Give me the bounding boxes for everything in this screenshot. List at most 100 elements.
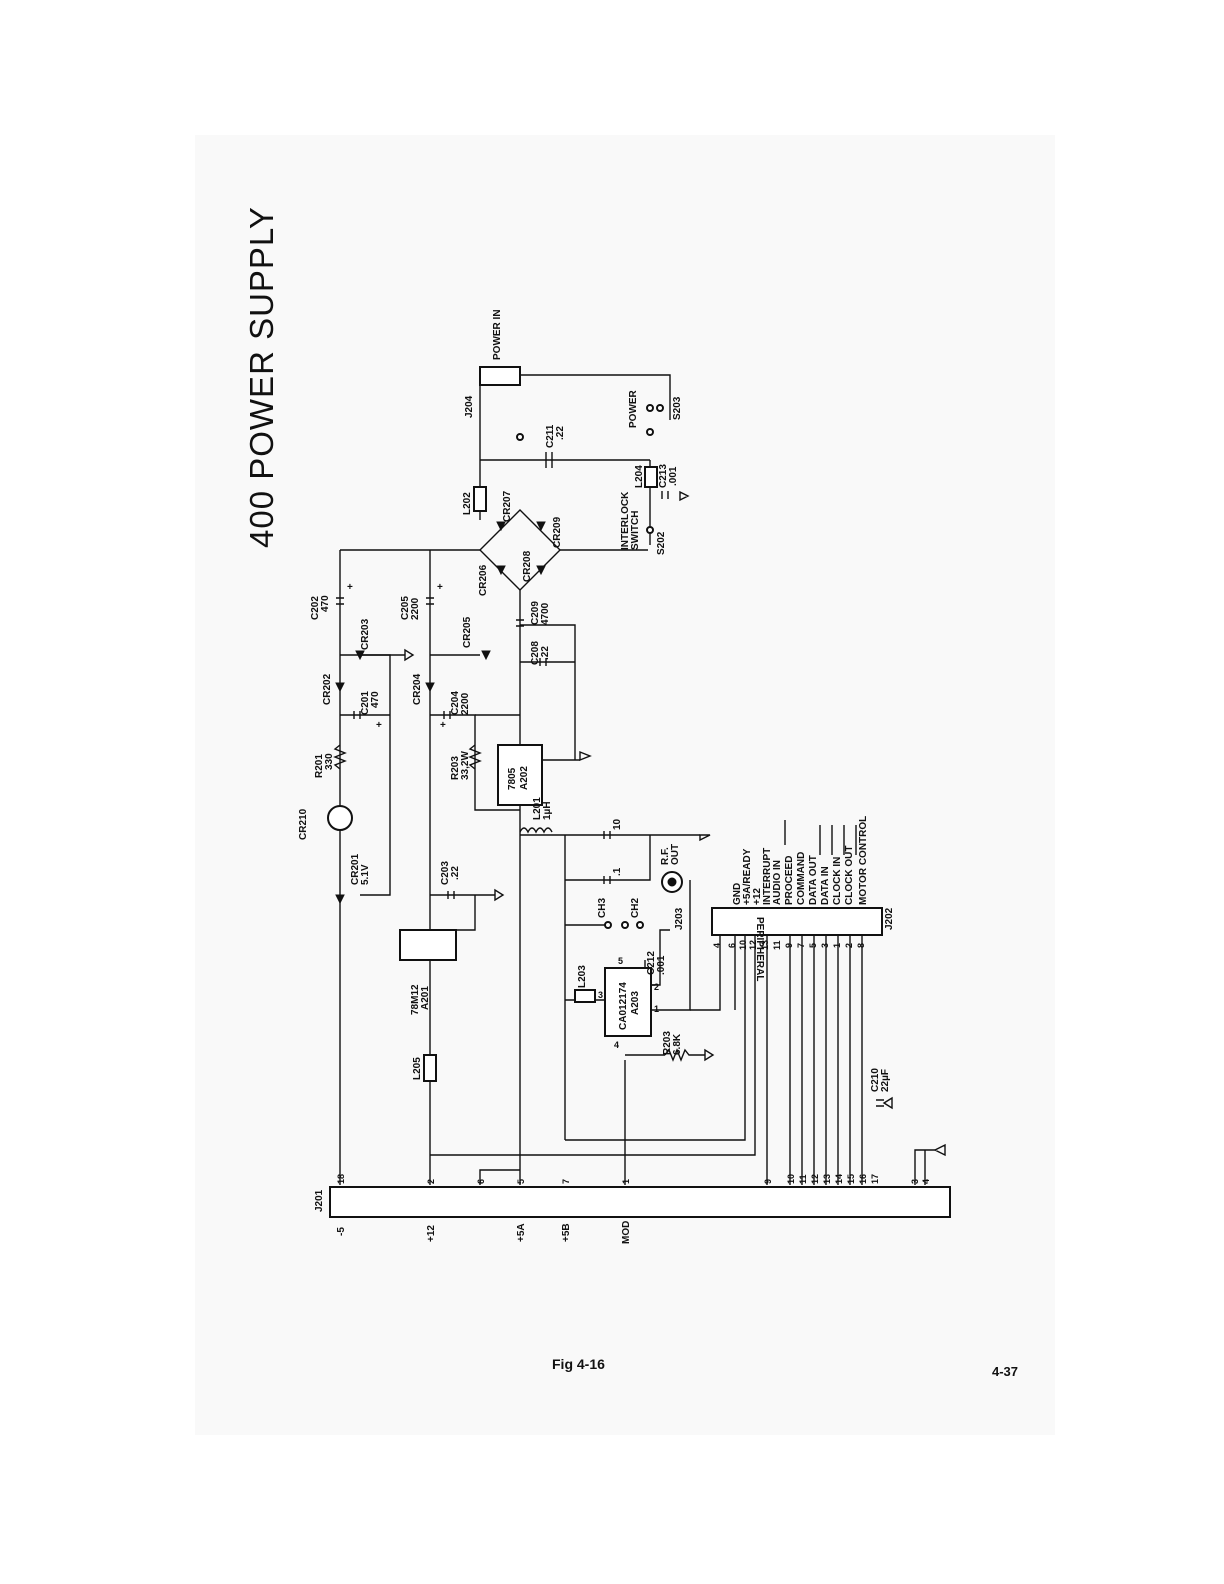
j201-pin: 12 (810, 1174, 820, 1184)
c210-label: C210 (870, 1068, 881, 1092)
signal-label: GND (732, 883, 743, 905)
l203-label: L203 (577, 965, 588, 988)
j202-pin: 7 (796, 943, 806, 948)
j201-pin: 5 (516, 1179, 526, 1184)
bus-label: MOD (621, 1221, 632, 1244)
j201-pin: 3 (910, 1179, 920, 1184)
a203-pin: 2 (654, 982, 659, 992)
a201-label: 78M12 (410, 984, 421, 1015)
j201-pin: 6 (476, 1179, 486, 1184)
j202-label: J202 (884, 907, 895, 930)
c210-value: 22µF (880, 1069, 891, 1092)
j201-pin: 7 (561, 1179, 571, 1184)
cr206-label: CR206 (478, 564, 489, 596)
cr205-label: CR205 (462, 616, 473, 648)
c204-label: C204 (450, 691, 461, 715)
c213-value: .001 (668, 466, 679, 486)
power-in-label: POWER IN (492, 309, 503, 360)
bus-label: +12 (426, 1225, 437, 1242)
c202-value: 470 (320, 595, 331, 612)
parts (327, 366, 951, 1218)
regulator-78m12 (399, 929, 457, 961)
signal-label: CLOCK IN (832, 857, 843, 905)
c211-label: C211 (545, 424, 556, 448)
a201-value: A201 (420, 986, 431, 1010)
c1-label: .1 (612, 867, 623, 876)
j202-pin: 9 (784, 943, 794, 948)
bus-label: +5B (561, 1223, 572, 1242)
rf-out-label: R.F. (660, 847, 671, 865)
l201-value: 1µH (542, 801, 553, 820)
c211-value: .22 (555, 426, 566, 440)
signal-label: +5A/READY (742, 848, 753, 905)
plus-c204: + (440, 720, 446, 731)
cr208-label: CR208 (522, 550, 533, 582)
inductor-l205 (423, 1054, 437, 1082)
signal-label: AUDIO IN (772, 860, 783, 905)
a203-pin-numbers: 5 2 1 3 4 (598, 956, 659, 1050)
interlock-label: INTERLOCK (620, 491, 631, 550)
inductor-l202 (473, 486, 487, 512)
c203-label: C203 (440, 861, 451, 885)
c213-label: C213 (658, 464, 669, 488)
c208-value: .22 (540, 646, 551, 660)
a203-pin: 1 (654, 1004, 659, 1014)
signal-label: COMMAND (796, 852, 807, 905)
inductor-l203 (574, 989, 596, 1003)
r203a-label: R203 (450, 756, 461, 780)
j201-pin: 4 (921, 1179, 931, 1184)
j202-pin: 3 (820, 943, 830, 948)
cr210-label: CR210 (298, 808, 309, 840)
bus-label: -5 (336, 1227, 347, 1236)
j202-pin: 1 (832, 943, 842, 948)
c201-value: 470 (370, 691, 381, 708)
c209-label: C209 (530, 601, 541, 625)
power-in-connector (479, 366, 521, 386)
j201-pin: 11 (798, 1174, 808, 1184)
main-connector-j201 (329, 1186, 951, 1218)
signal-labels: GND +5A/READY +12 INTERRUPT AUDIO IN PRO… (732, 816, 869, 905)
c205-value: 2200 (410, 597, 421, 620)
j202-pin: 11 (772, 940, 782, 950)
j204-label: J204 (464, 395, 475, 418)
c209-value: 4700 (540, 602, 551, 625)
j202-pin-numbers: 4 6 10 12 13 11 9 7 5 3 1 2 8 (712, 940, 866, 950)
j201-pin: 18 (336, 1174, 346, 1184)
j202-pin: 8 (856, 943, 866, 948)
a203-pin: 3 (598, 990, 603, 1000)
ch2-label: CH2 (630, 898, 641, 918)
plus-c202: + (347, 582, 353, 593)
cr207-label: CR207 (502, 490, 513, 522)
a203-pin: 5 (618, 956, 623, 966)
bus-label: +5A (516, 1223, 527, 1242)
a203-value: A203 (630, 991, 641, 1015)
figure-caption: Fig 4-16 (552, 1356, 605, 1372)
l204-label: L204 (634, 465, 645, 488)
s203-label: S203 (672, 396, 683, 420)
r201-value: 330 (324, 753, 335, 770)
ch3-label: CH3 (597, 898, 608, 918)
a202-value: A202 (519, 766, 530, 790)
cr203-label: CR203 (360, 618, 371, 650)
cr202-label: CR202 (322, 673, 333, 705)
cr204-label: CR204 (412, 673, 423, 705)
r201-label: R201 (314, 754, 325, 778)
plus-c205: + (437, 582, 443, 593)
c202-label: C202 (310, 596, 321, 620)
signal-label: DATA OUT (808, 855, 819, 905)
page-number: 4-37 (992, 1364, 1019, 1379)
j201-pin: 15 (846, 1174, 856, 1184)
j202-pin: 4 (712, 943, 722, 948)
signal-label: CLOCK OUT (844, 846, 855, 905)
cr201-label: CR201 (350, 853, 361, 885)
l201-label: L201 (532, 797, 543, 820)
j202-pin: 5 (808, 943, 818, 948)
j202-pin: 12 (748, 940, 758, 950)
signal-label: DATA IN (820, 866, 831, 905)
peripheral-label: PERIPHERAL (754, 917, 765, 981)
signal-label: PROCEED (784, 856, 795, 905)
l202-label: L202 (462, 492, 473, 515)
j202-pin: 13 (760, 940, 770, 950)
plus-c201: + (376, 720, 382, 731)
